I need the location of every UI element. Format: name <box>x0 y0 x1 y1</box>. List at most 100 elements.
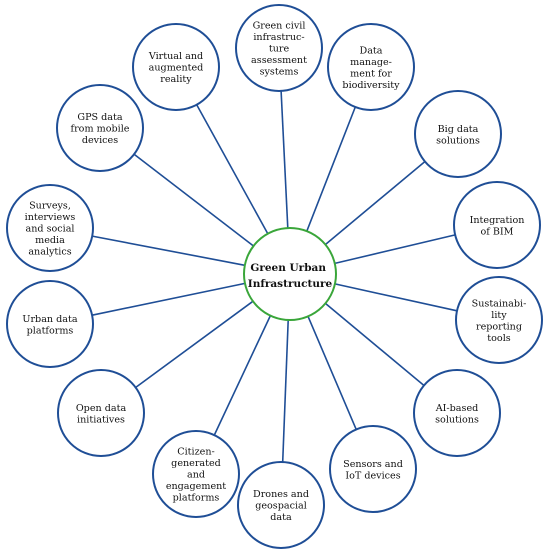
node-circle <box>237 461 325 549</box>
connector-sensors-and-iot <box>307 315 357 430</box>
node-label-line: GPS data <box>77 112 122 123</box>
node-label-line: platforms <box>173 493 220 504</box>
node-label-line: solutions <box>436 135 480 146</box>
connector-ai-based-solutions <box>324 302 425 387</box>
node-label-line: Integration <box>470 215 525 226</box>
node-label-line: AI-based <box>435 403 479 414</box>
connector-green-civil-infrastructure <box>280 90 289 229</box>
node-label-line: Surveys, <box>29 201 71 212</box>
node-label-line: and <box>187 470 205 481</box>
connector-open-data-initiatives <box>135 300 254 389</box>
node-label-line: devices <box>82 135 118 146</box>
node-label-line: and social <box>25 224 74 235</box>
node-label-line: Virtual and <box>148 51 203 62</box>
node-circle <box>57 369 145 457</box>
node-label-line: initiatives <box>77 414 125 425</box>
node-label-line: interviews <box>25 212 76 223</box>
node-label-line: ture <box>269 44 290 55</box>
connector-urban-data-platforms <box>91 282 246 316</box>
node-circle <box>327 23 415 111</box>
node-circle <box>329 425 417 513</box>
node-circle <box>414 90 502 178</box>
hub-label-line: Infrastructure <box>248 278 333 290</box>
node-circle <box>235 4 323 92</box>
node-label-line: assessment <box>251 55 307 66</box>
node-label-line: tools <box>487 333 510 344</box>
node-circle <box>455 276 543 364</box>
node-label-line: ment for <box>350 68 392 79</box>
node-circle <box>56 84 144 172</box>
connector-sustainability-reporting-tools <box>334 283 458 312</box>
node-circle <box>413 369 501 457</box>
node-label-line: analytics <box>28 247 71 258</box>
node-label-line: Big data <box>438 124 479 135</box>
node-circle <box>453 181 541 269</box>
hub-node: Green Urban Infrastructure <box>243 227 337 321</box>
connector-gps-data-mobile <box>133 153 254 247</box>
connector-citizen-generated-platforms <box>213 315 272 436</box>
node-label-line: infrastruc- <box>253 32 304 43</box>
node-label-line: lity <box>491 310 507 321</box>
node-label-line: Sensors and <box>343 459 403 470</box>
connector-surveys-interviews-social <box>92 235 245 267</box>
node-circle <box>152 430 240 518</box>
node-label-line: of BIM <box>480 226 513 237</box>
node-label-line: Data <box>360 45 383 56</box>
node-label-line: Urban data <box>22 314 77 325</box>
node-label-line: Open data <box>76 403 127 414</box>
node-label-line: Sustainabi- <box>472 298 527 309</box>
node-label-line: biodiversity <box>342 80 400 91</box>
hub-label: Green Urban Infrastructure <box>248 262 333 290</box>
node-circle <box>6 280 94 368</box>
node-label-line: geospacial <box>255 501 307 512</box>
node-label-line: engagement <box>166 481 226 492</box>
node-label-line: augmented <box>149 63 204 74</box>
node-circle <box>6 184 94 272</box>
node-label-line: Drones and <box>253 489 309 500</box>
connector-big-data-solutions <box>324 160 426 246</box>
spokes <box>91 90 458 463</box>
connector-virtual-augmented-reality <box>195 104 269 235</box>
node-label-line: platforms <box>27 325 74 336</box>
node-label-line: generated <box>171 458 221 469</box>
node-label-line: from mobile <box>71 124 130 135</box>
node-label-line: Green civil <box>253 21 306 32</box>
node-label-line: media <box>35 235 65 246</box>
node-label-line: solutions <box>435 414 479 425</box>
hub-label-line: Green Urban <box>250 262 326 274</box>
connector-integration-of-bim <box>334 234 456 265</box>
node-label-line: data <box>270 512 292 523</box>
node-label-line: reporting <box>476 321 522 332</box>
connector-drones-and-geospacial <box>281 319 289 463</box>
node-label-line: systems <box>260 67 299 78</box>
